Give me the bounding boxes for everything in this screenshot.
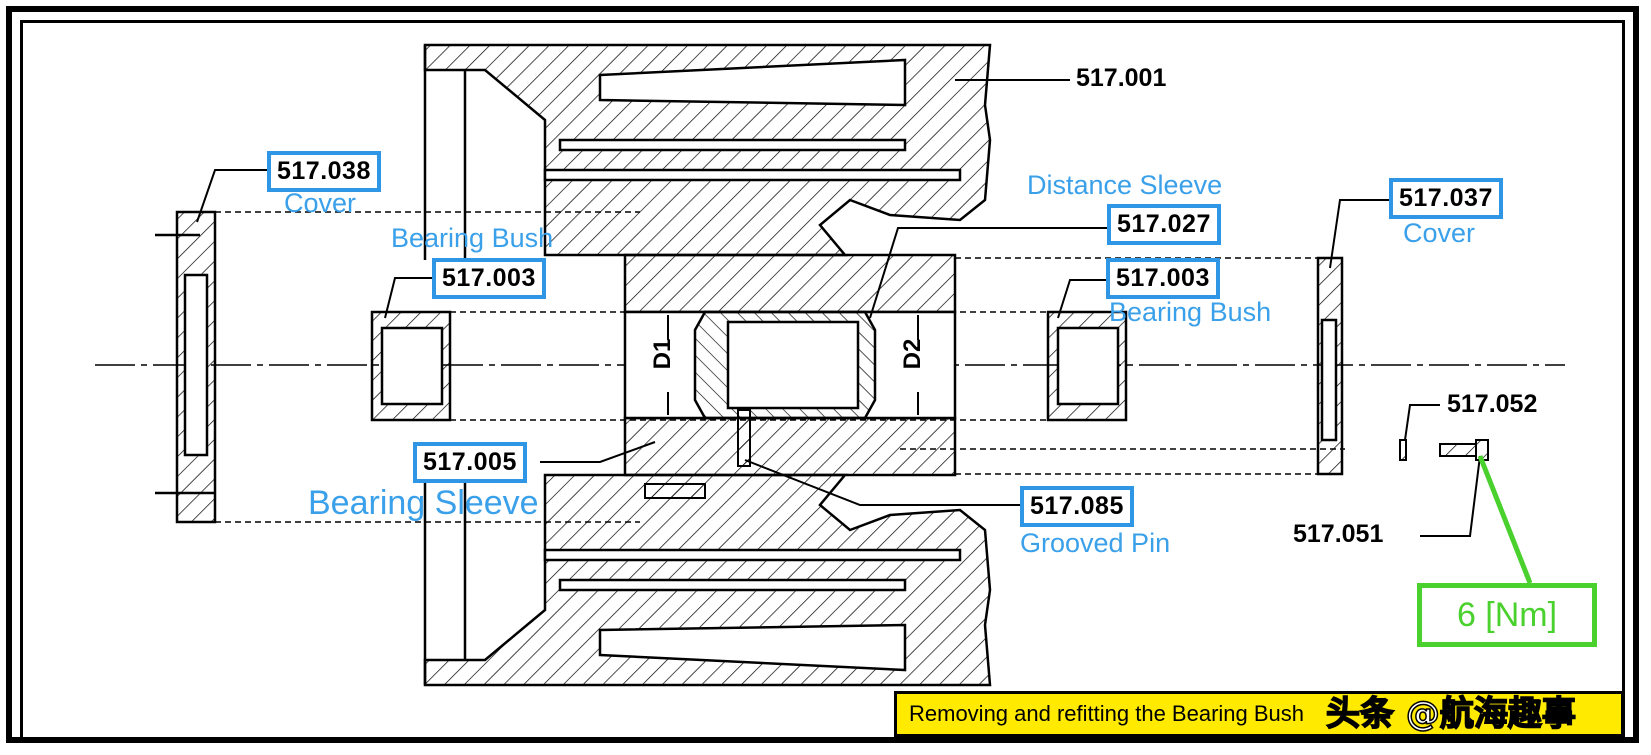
bearing-sleeve-bore (623, 310, 957, 420)
caption-banner: Removing and refitting the Bearing Bush (894, 691, 1624, 737)
torque-value: 6 [Nm] (1417, 583, 1597, 647)
part-517-037: 517.037 (1389, 178, 1503, 219)
torque-leader (1477, 455, 1533, 584)
left-cover (155, 210, 217, 524)
part-517-038: 517.038 (267, 151, 381, 192)
name-bearing-bush-right: Bearing Bush (1109, 297, 1272, 327)
name-grooved-pin: Grooved Pin (1020, 528, 1171, 558)
left-bearing-bush (370, 310, 452, 422)
name-distance-sleeve: Distance Sleeve (1027, 170, 1223, 200)
part-517-051: 517.051 (1293, 520, 1384, 548)
right-cover (1316, 256, 1344, 476)
part-517-005: 517.005 (413, 442, 527, 483)
right-bearing-bush (1046, 310, 1128, 422)
housing-bottom (423, 416, 992, 687)
part-517-003-right: 517.003 (1106, 258, 1220, 299)
part-517-001: 517.001 (1076, 64, 1167, 92)
housing-top (423, 43, 992, 314)
watermark: 头条 @航海趣事 (1325, 693, 1576, 735)
leader-lines (196, 79, 1481, 537)
name-bearing-bush-left: Bearing Bush (391, 223, 554, 253)
inner-frame (20, 20, 1625, 741)
name-bearing-sleeve: Bearing Sleeve (308, 484, 539, 522)
dimension-d2: D2 (899, 339, 926, 370)
name-cover-right: Cover (1403, 218, 1476, 248)
dimension-d1: D1 (649, 339, 676, 370)
part-517-003-left: 517.003 (432, 258, 546, 299)
part-517-085: 517.085 (1020, 486, 1134, 527)
part-517-052: 517.052 (1447, 390, 1538, 418)
caption-text: Removing and refitting the Bearing Bush (909, 701, 1305, 726)
part-517-027: 517.027 (1107, 204, 1221, 245)
name-cover-left: Cover (284, 188, 357, 218)
